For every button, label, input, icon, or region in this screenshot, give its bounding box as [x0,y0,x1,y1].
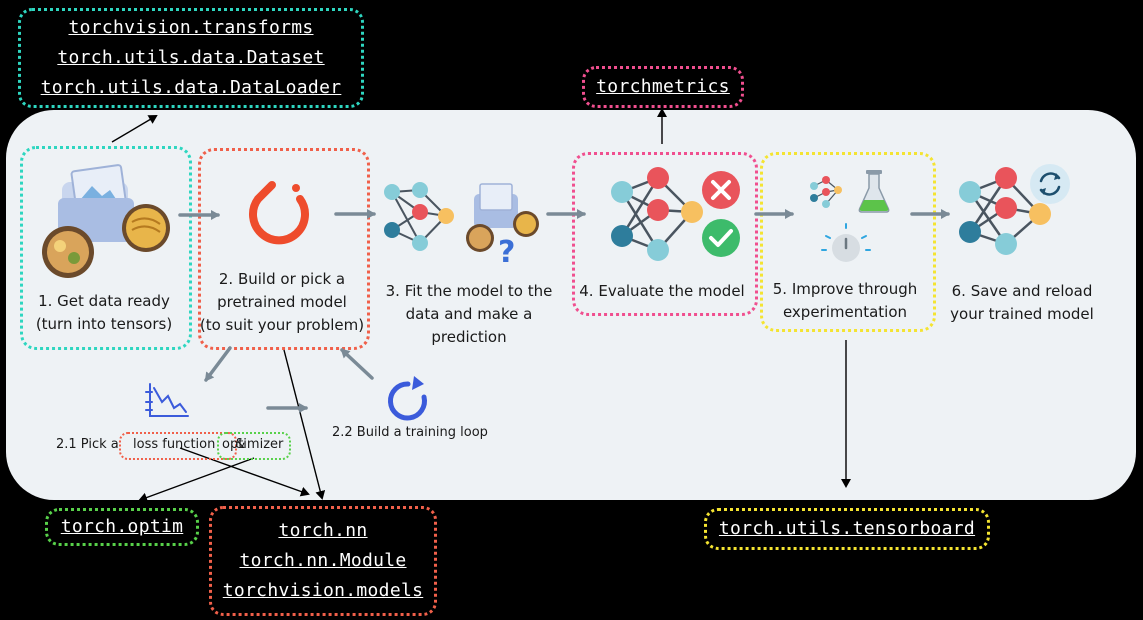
pytorch-logo-icon [249,181,309,245]
step2-label: 2. Build or pick a pretrained model (to … [199,270,365,334]
workflow-panel [6,110,1136,500]
optimizer-pill [217,432,291,460]
loop-icon [387,376,427,421]
loss-function-pill [119,432,237,460]
nn-api-box: torch.nn torch.nn.Module torchvision.mod… [209,506,437,616]
api-torch-tensorboard[interactable]: torch.utils.tensorboard [718,518,976,539]
step4-label: 4. Evaluate the model [579,282,745,300]
api-torch-nn[interactable]: torch.nn [278,520,368,541]
evaluate-network-icon [611,167,703,261]
api-torch-optim[interactable]: torch.optim [60,516,184,537]
mini-network-icon [810,176,842,208]
svg-text:?: ? [498,235,515,270]
timer-icon [821,223,871,262]
step4-box [572,152,758,316]
api-torchvision-transforms[interactable]: torchvision.transforms [68,17,314,38]
api-torch-nn-module[interactable]: torch.nn.Module [239,550,407,571]
training-loop-label: 2.2 Build a training loop [332,425,488,440]
saved-network-icon [959,167,1051,255]
step6-label: 6. Save and reload your trained model [950,282,1094,323]
api-torchvision-models[interactable]: torchvision.models [222,580,424,601]
folder-food-small-icon: ? [466,183,539,270]
step5-label: 5. Improve through experimentation [772,280,918,321]
optimizer-label: optimizer [222,437,284,452]
step5-box [760,152,936,332]
step3-label: 3. Fit the model to the data and make a … [385,282,553,346]
loss-function-label: loss function [133,437,216,452]
flow-arrows [178,209,950,413]
ampersand-label: & [235,437,246,452]
folder-food-icon [42,164,170,278]
neural-network-icon [384,182,454,251]
metrics-api-box: torchmetrics [582,66,744,108]
step1-box [20,146,192,350]
api-torch-dataset[interactable]: torch.utils.data.Dataset [57,47,325,68]
step1-label: 1. Get data ready (turn into tensors) [35,292,173,333]
check-circle-icon [702,219,740,257]
data-api-box: torchvision.transforms torch.utils.data.… [18,8,364,108]
tensorboard-api-box: torch.utils.tensorboard [704,508,990,550]
optim-api-box: torch.optim [45,508,199,546]
loss-prefix-label: 2.1 Pick a [56,437,119,452]
api-arrows [111,108,851,503]
x-circle-icon [702,171,740,209]
loss-chart-icon [145,383,189,417]
api-torchmetrics[interactable]: torchmetrics [596,76,730,97]
flask-icon [858,170,890,213]
reload-icon [1030,164,1070,204]
step2-box [198,148,370,350]
api-torch-dataloader[interactable]: torch.utils.data.DataLoader [40,77,342,98]
